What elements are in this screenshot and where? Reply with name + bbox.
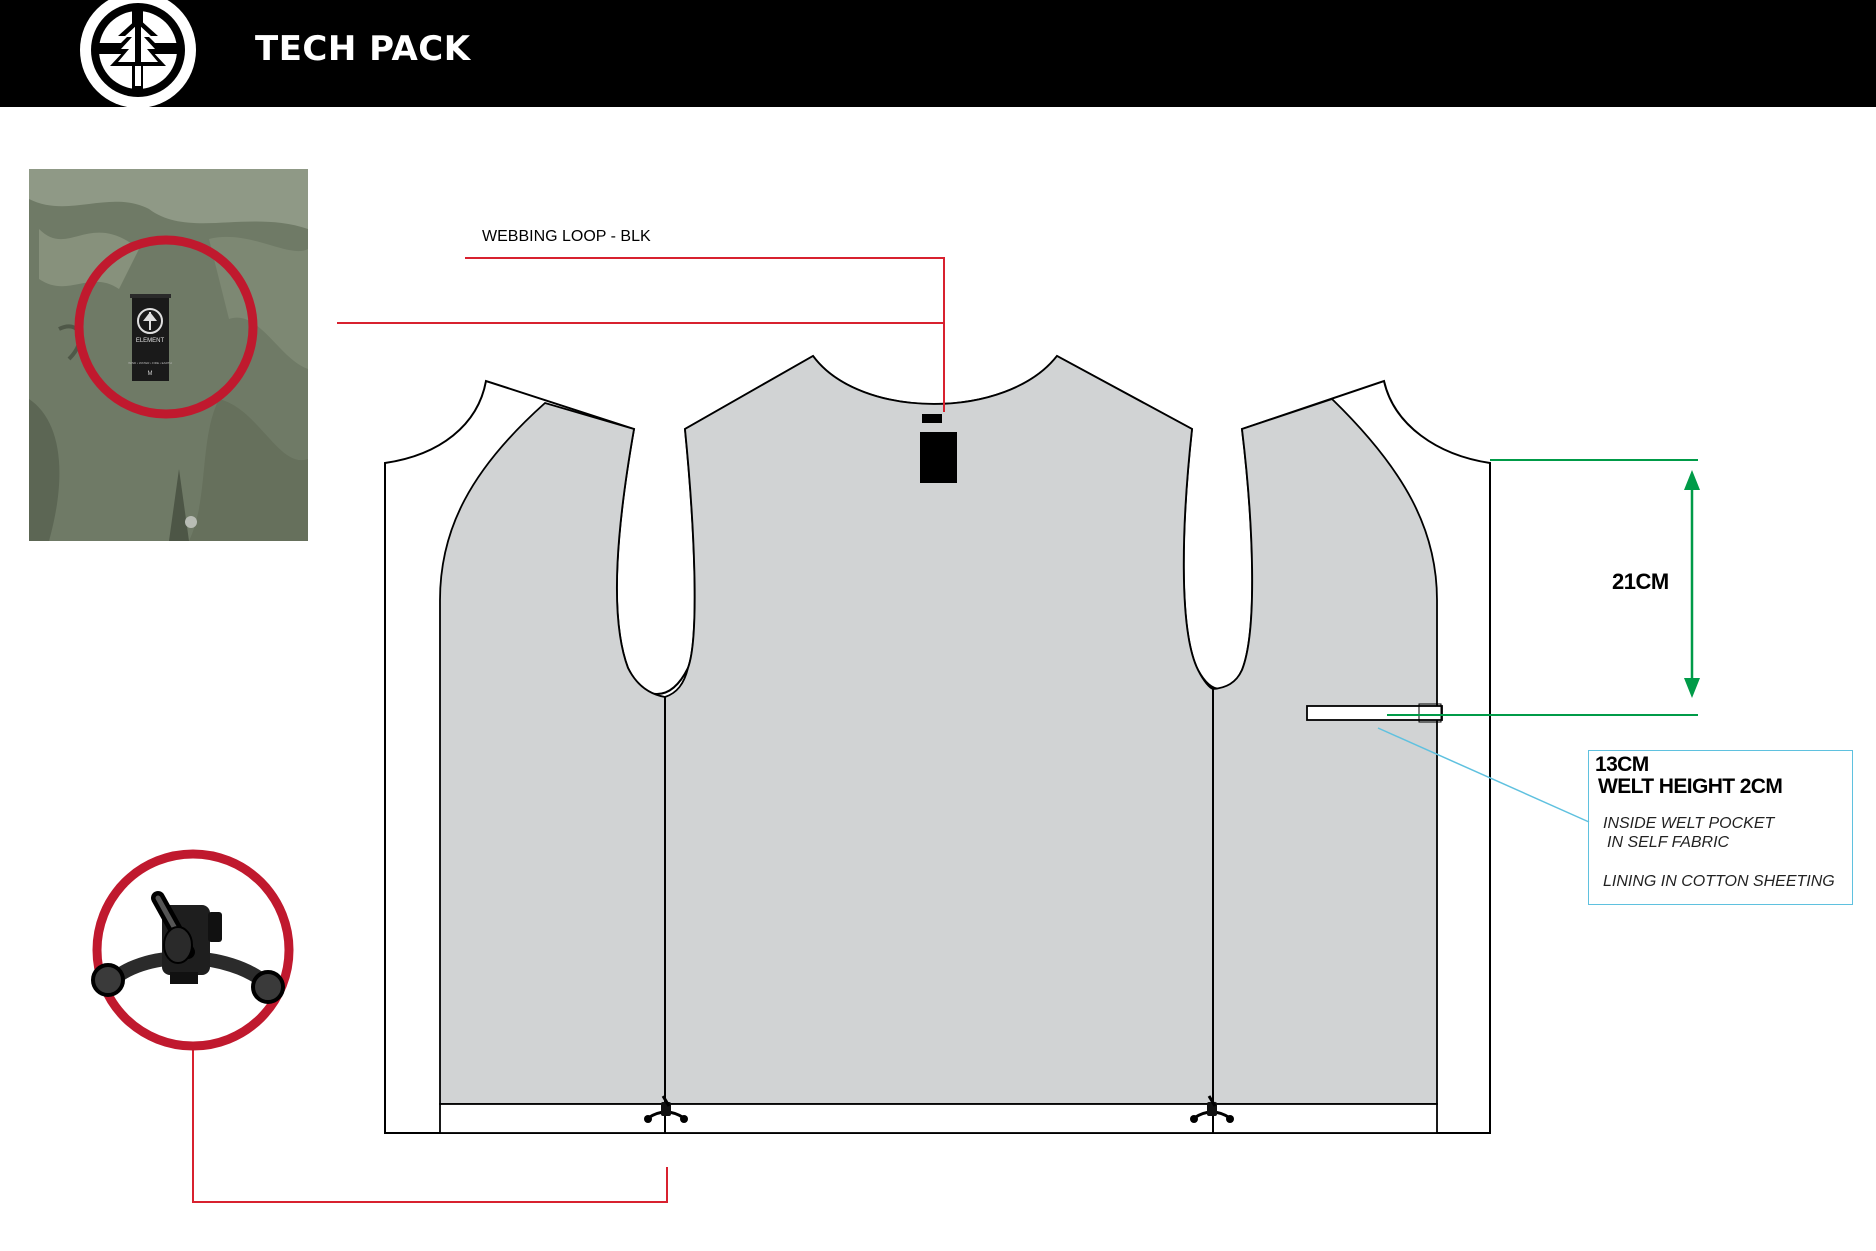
brand-label-tag <box>920 432 957 483</box>
pocket-spec-callout: 13CM WELT HEIGHT 2CM INSIDE WELT POCKET … <box>1588 750 1853 905</box>
welt-pocket <box>1306 705 1443 721</box>
pocket-note-line3: LINING IN COTTON SHEETING <box>1603 873 1835 890</box>
pocket-size-label: 13CM <box>1595 753 1649 776</box>
lining-back <box>664 354 1214 1105</box>
drawcord-toggle-detail <box>91 849 294 1051</box>
drawcord-toggle-icon <box>91 891 285 1004</box>
lining-left <box>439 401 666 1105</box>
photo-label-tagline: WIND • WATER • FIRE • EARTH <box>128 361 172 365</box>
dimension-arrow-down-icon <box>1684 678 1700 698</box>
hem-toggle-left-icon <box>644 1095 688 1123</box>
webbing-callout-line <box>465 257 945 412</box>
welt-height-label: WELT HEIGHT 2CM <box>1598 775 1783 798</box>
photo-label-brand: ELEMENT <box>136 338 165 344</box>
webbing-loop <box>922 414 942 423</box>
dimension-arrow-up-icon <box>1684 470 1700 490</box>
page-title: TECH PACK <box>255 29 471 69</box>
pocket-callout-pointer <box>1377 727 1590 823</box>
pocket-depth-label: 21CM <box>1612 569 1669 594</box>
pocket-note-line2: IN SELF FABRIC <box>1607 834 1730 851</box>
webbing-loop-label: WEBBING LOOP - BLK <box>482 228 651 245</box>
photo-label-size: M <box>148 371 153 377</box>
element-logo-icon <box>80 0 196 107</box>
hem-toggle-right-icon <box>1190 1095 1234 1123</box>
header-bar: TECH PACK <box>0 0 1876 107</box>
pocket-note-line1: INSIDE WELT POCKET <box>1603 815 1775 832</box>
hem-band <box>439 1103 1438 1134</box>
toggle-callout-line <box>192 1049 668 1203</box>
label-reference-photo: ELEMENT WIND • WATER • FIRE • EARTH M <box>29 169 308 541</box>
lining-right <box>1212 397 1438 1105</box>
